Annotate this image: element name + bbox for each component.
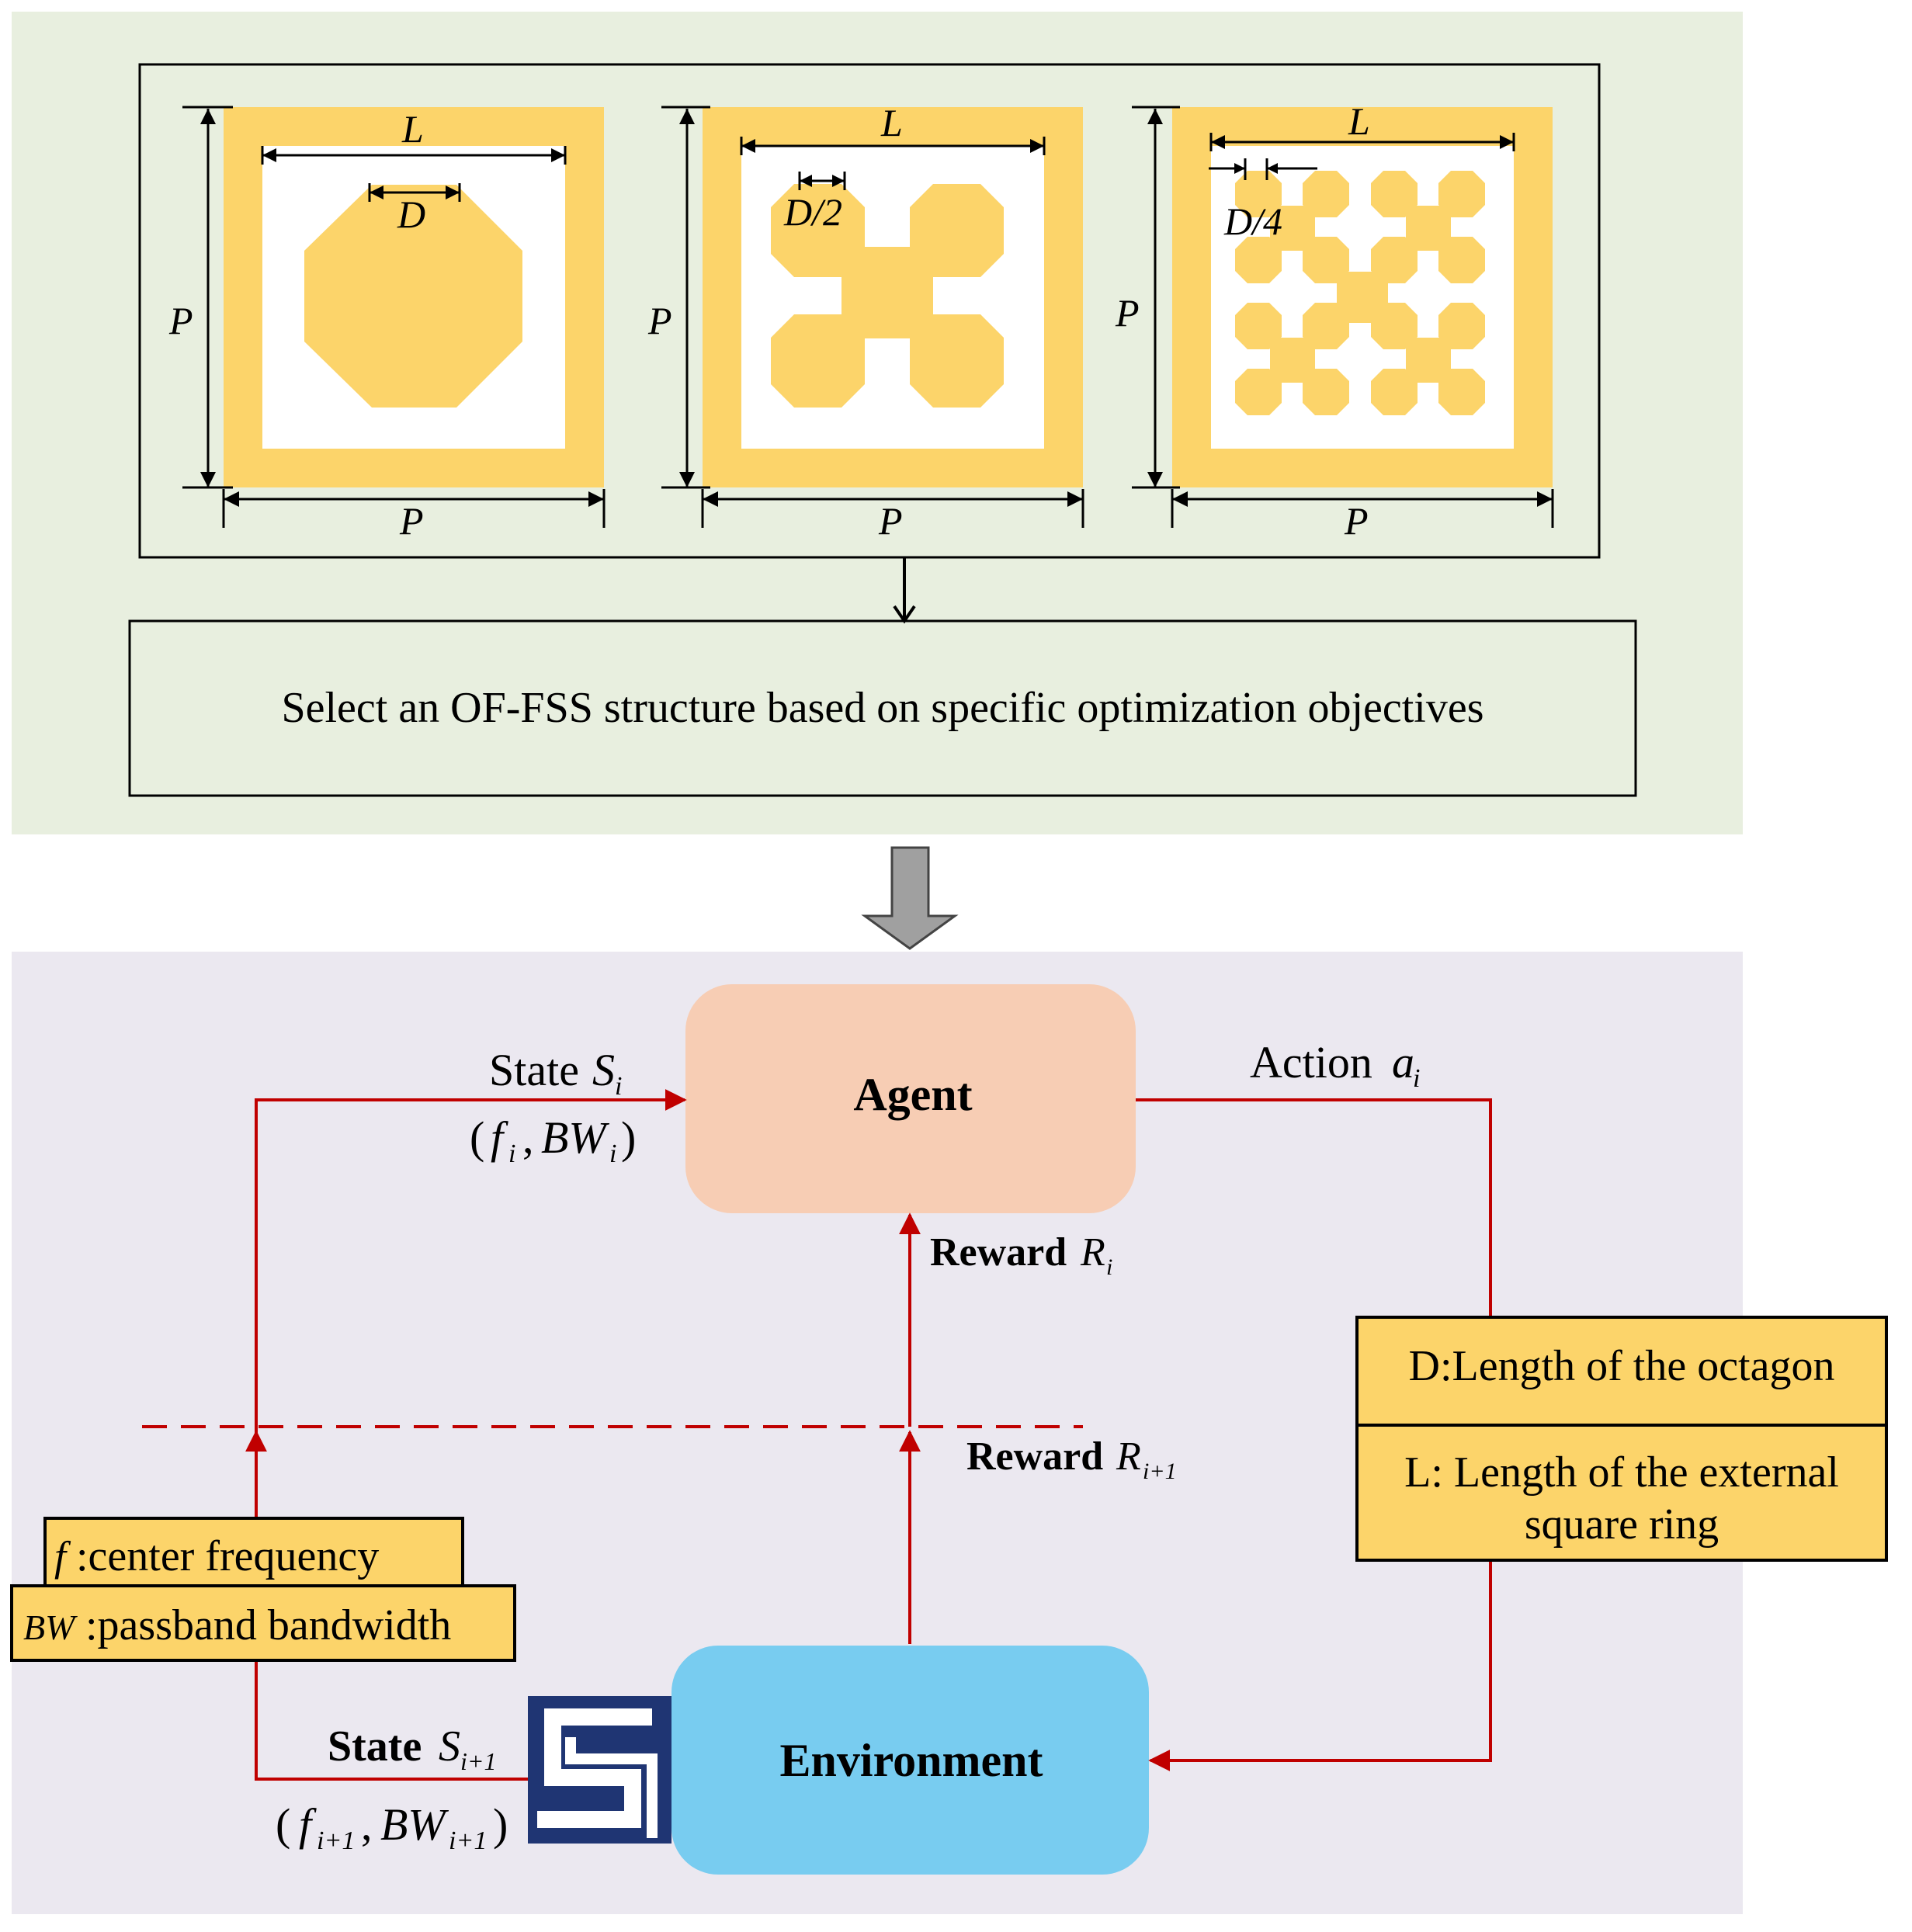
fss-unit-octagon: P P L D <box>168 106 606 543</box>
svg-text:BW: BW <box>380 1799 449 1850</box>
svg-text:,: , <box>522 1112 534 1163</box>
state-si1-tuple: ( f i+1 , BW i+1 ) <box>276 1799 508 1855</box>
environment-box <box>671 1646 1149 1875</box>
svg-text:Reward: Reward <box>966 1434 1103 1479</box>
fss-structures-frame <box>138 63 1601 559</box>
svg-text:i: i <box>1413 1064 1420 1093</box>
svg-text:i: i <box>508 1139 515 1168</box>
svg-text::center frequency: :center frequency <box>76 1532 379 1580</box>
action-parameters-box: D:Length of the octagon L: Length of the… <box>1355 1316 1888 1562</box>
dim-L: L <box>401 107 424 151</box>
dim-L: L <box>880 101 903 144</box>
svg-text:State: State <box>328 1722 422 1771</box>
svg-text::passband bandwidth: :passband bandwidth <box>85 1601 451 1649</box>
state-si1-label: State S i+1 <box>328 1722 496 1775</box>
svg-text:Reward: Reward <box>930 1230 1067 1275</box>
svg-text:,: , <box>361 1799 373 1850</box>
reward-ri-label: Reward R i <box>930 1230 1112 1280</box>
select-structure-text: Select an OF-FSS structure based on spec… <box>282 684 1484 732</box>
fractal-2-patch <box>1235 171 1485 415</box>
svg-text:(: ( <box>276 1799 290 1850</box>
svg-text:): ) <box>493 1799 508 1850</box>
action-param-l-line1: L: Length of the external <box>1404 1448 1839 1497</box>
svg-text:): ) <box>621 1112 636 1163</box>
svg-text:i+1: i+1 <box>460 1747 496 1775</box>
svg-text:i+1: i+1 <box>317 1826 355 1855</box>
dim-P-vertical: P <box>647 299 672 342</box>
dim-D: D <box>397 193 425 236</box>
svg-text:i+1: i+1 <box>449 1826 487 1855</box>
fss-unit-fractal-1: P P L D/2 <box>647 101 1084 543</box>
action-param-l-line2: square ring <box>1525 1500 1719 1549</box>
simulator-logo <box>528 1696 671 1844</box>
svg-text:BW: BW <box>23 1608 78 1647</box>
rl-flow-lines <box>245 1089 1492 1781</box>
legend-passband-bandwidth <box>10 1584 516 1662</box>
state-legend: f :center frequency BW :passband bandwid… <box>10 1517 516 1662</box>
select-structure-box <box>128 619 1637 797</box>
svg-text:R: R <box>1116 1434 1141 1479</box>
dim-P-vertical: P <box>168 299 193 342</box>
legend-center-frequency <box>43 1517 464 1597</box>
svg-text:a: a <box>1392 1037 1414 1087</box>
octagon-patch <box>304 185 522 408</box>
transition-arrow <box>861 846 959 950</box>
svg-text:(: ( <box>470 1112 484 1163</box>
dim-P-horizontal: P <box>878 499 903 543</box>
svg-text:S: S <box>592 1045 615 1095</box>
dim-P-horizontal: P <box>1344 499 1369 543</box>
svg-text:Action: Action <box>1250 1037 1372 1087</box>
svg-text:i: i <box>615 1072 622 1101</box>
state-si-label: State S i <box>489 1045 622 1101</box>
dim-D-half: D/2 <box>783 190 842 234</box>
svg-text:R: R <box>1080 1230 1105 1275</box>
action-param-d: D:Length of the octagon <box>1409 1342 1835 1390</box>
reward-ri1-label: Reward R i+1 <box>966 1434 1177 1484</box>
state-si-tuple: ( f i , BW i ) <box>470 1112 636 1168</box>
action-ai-label: Action a i <box>1250 1037 1420 1093</box>
dim-D-quarter: D/4 <box>1223 199 1282 243</box>
dim-P-horizontal: P <box>399 499 424 543</box>
svg-text:BW: BW <box>541 1112 609 1163</box>
svg-text:i: i <box>609 1139 616 1168</box>
dim-L: L <box>1348 99 1370 143</box>
svg-text:i: i <box>1106 1254 1112 1280</box>
fractal-1-patch <box>771 184 1004 408</box>
agent-box <box>685 984 1136 1213</box>
svg-text:State: State <box>489 1045 579 1095</box>
svg-text:S: S <box>439 1722 460 1771</box>
agent-label: Agent <box>853 1069 972 1120</box>
environment-label: Environment <box>780 1735 1043 1786</box>
svg-text:i+1: i+1 <box>1143 1459 1177 1484</box>
dim-P-vertical: P <box>1115 291 1140 335</box>
fss-unit-fractal-2: P P L D/4 <box>1115 99 1554 543</box>
